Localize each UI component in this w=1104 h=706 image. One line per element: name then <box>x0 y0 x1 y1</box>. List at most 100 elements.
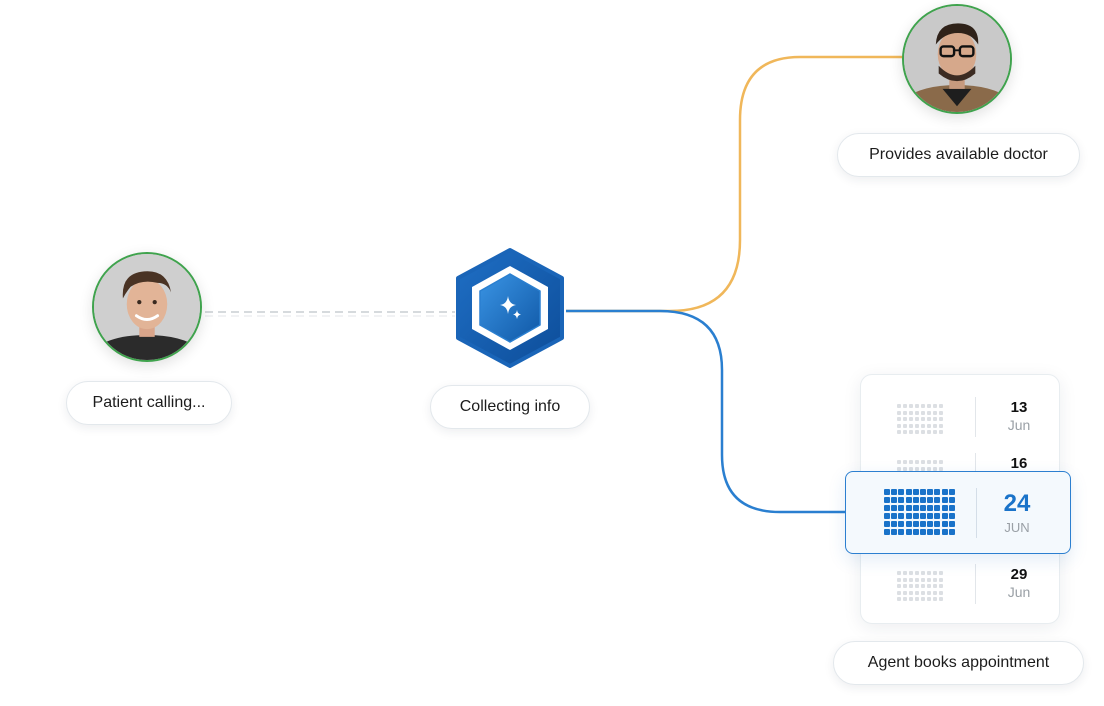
calendar-cell <box>939 410 943 415</box>
calendar-cell <box>939 417 943 421</box>
calendar-cell <box>921 584 925 588</box>
calendar-cell <box>939 430 943 434</box>
calendar-cell <box>897 430 901 434</box>
calendar-cell <box>898 513 905 519</box>
calendar-cell <box>909 577 913 582</box>
calendar-cell <box>903 597 907 601</box>
calendar-cell <box>903 571 907 575</box>
calendar-cell <box>915 597 919 601</box>
calendar-cell <box>891 505 898 511</box>
calendar-cell <box>891 489 898 495</box>
calendar-cell <box>933 460 937 464</box>
calendar-cell <box>933 417 937 421</box>
calendar-cell <box>909 571 913 575</box>
calendar-cell <box>927 529 934 535</box>
calendar-cell <box>912 513 919 519</box>
calendar-day: 29 <box>1010 566 1028 583</box>
calendar-cell <box>939 404 943 408</box>
calendar-cell <box>919 529 926 535</box>
calendar-cell <box>884 521 890 527</box>
calendar-month: Jun <box>1007 417 1031 433</box>
calendar-cell <box>912 497 919 503</box>
calendar-cell <box>898 529 905 535</box>
calendar-cell <box>919 505 926 511</box>
calendar-cell <box>891 513 898 519</box>
calendar-cell <box>909 423 913 428</box>
calendar-cell <box>941 521 948 527</box>
calendar-cell <box>903 430 907 434</box>
calendar-cell <box>948 489 955 495</box>
calendar-cell <box>905 489 912 495</box>
calendar-cell <box>921 577 925 582</box>
calendar-cell <box>915 571 919 575</box>
calendar-cell <box>921 466 925 471</box>
calendar-cell <box>927 577 931 582</box>
calendar-cell <box>934 505 941 511</box>
calendar-cell <box>927 597 931 601</box>
calendar-cell <box>898 521 905 527</box>
calendar-cell <box>921 417 925 421</box>
calendar-cell <box>903 460 907 464</box>
calendar-cell <box>915 417 919 421</box>
calendar-grid-icon <box>897 404 945 434</box>
booking-label-text: Agent books appointment <box>867 654 1050 671</box>
calendar-cell <box>912 521 919 527</box>
calendar-cell <box>939 423 943 428</box>
calendar-cell <box>927 410 931 415</box>
calendar-cell <box>905 505 912 511</box>
patient-label: Patient calling... <box>66 381 232 425</box>
calendar-month: Jun <box>1007 584 1031 600</box>
calendar-cell <box>933 404 937 408</box>
calendar-cell <box>897 466 901 471</box>
calendar-cell <box>909 410 913 415</box>
calendar-cell <box>921 430 925 434</box>
calendar-cell <box>927 513 934 519</box>
calendar-cell <box>897 460 901 464</box>
calendar-cell <box>941 513 948 519</box>
calendar-cell <box>905 513 912 519</box>
doctor-avatar <box>902 4 1012 114</box>
sparkle-icon <box>500 296 521 319</box>
calendar-cell <box>933 597 937 601</box>
calendar-cell <box>898 505 905 511</box>
calendar-cell <box>891 497 898 503</box>
calendar-cell <box>921 423 925 428</box>
calendar-cell <box>933 410 937 415</box>
calendar-cell <box>927 423 931 428</box>
calendar-cell <box>897 404 901 408</box>
calendar-cell <box>919 513 926 519</box>
calendar-cell <box>915 466 919 471</box>
calendar-cell <box>948 505 955 511</box>
calendar-cell <box>903 577 907 582</box>
calendar-cell <box>912 489 919 495</box>
selected-date[interactable]: 24 JUN <box>845 471 1071 554</box>
calendar-cell <box>941 489 948 495</box>
calendar-cell <box>897 584 901 588</box>
calendar-cell <box>927 430 931 434</box>
calendar-cell <box>919 497 926 503</box>
calendar-cell <box>897 577 901 582</box>
calendar-cell <box>921 404 925 408</box>
calendar-cell <box>939 577 943 582</box>
calendar-cell <box>915 460 919 464</box>
calendar-cell <box>909 430 913 434</box>
calendar-cell <box>927 466 931 471</box>
calendar-cell <box>927 417 931 421</box>
calendar-cell <box>941 529 948 535</box>
calendar-date-row[interactable]: 29 Jun <box>861 564 1061 614</box>
calendar-cell <box>927 584 931 588</box>
calendar-cell <box>939 584 943 588</box>
calendar-cell <box>909 466 913 471</box>
calendar-date-row[interactable]: 13 Jun <box>861 397 1061 447</box>
calendar-cell <box>891 529 898 535</box>
calendar-cell <box>927 404 931 408</box>
calendar-day: 16 <box>1010 455 1028 472</box>
calendar-cell <box>915 584 919 588</box>
calendar-cell <box>903 466 907 471</box>
calendar-cell <box>939 590 943 595</box>
calendar-cell <box>905 521 912 527</box>
calendar-cell <box>934 497 941 503</box>
calendar-cell <box>948 497 955 503</box>
calendar-cell <box>934 521 941 527</box>
